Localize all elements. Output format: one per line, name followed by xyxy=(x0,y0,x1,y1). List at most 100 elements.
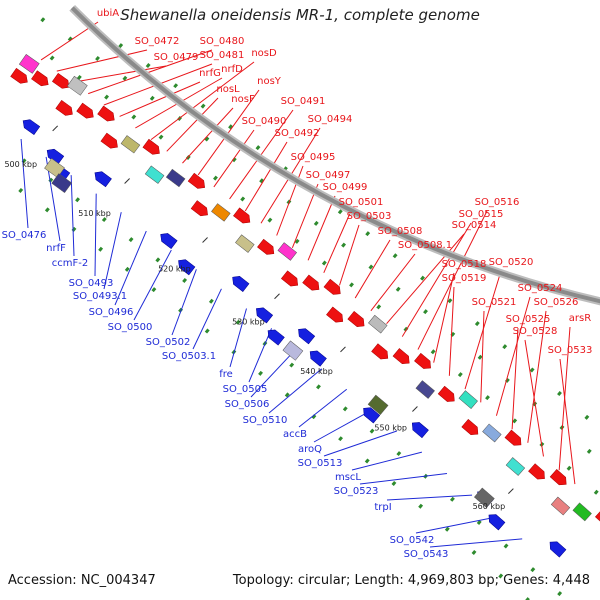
ruler-tick xyxy=(274,293,280,300)
forward-connector xyxy=(559,358,576,485)
forward-connector xyxy=(244,141,288,212)
forward-gene-label: nosY xyxy=(257,76,282,87)
reverse-gene-arrow xyxy=(298,328,316,345)
track-tick xyxy=(289,362,295,368)
track-tick xyxy=(586,448,592,454)
forward-gene-arrow xyxy=(31,70,49,87)
forward-gene-arrow xyxy=(595,509,600,526)
track-tick xyxy=(502,344,508,350)
reverse-gene-arrow xyxy=(411,422,429,439)
track-tick xyxy=(18,187,24,193)
ruler-tick xyxy=(508,488,514,494)
gene-feature-block xyxy=(51,173,73,194)
reverse-connector xyxy=(386,494,473,501)
track-tick xyxy=(444,526,450,532)
forward-gene-label: SO_0533 xyxy=(548,345,593,356)
track-tick xyxy=(48,177,54,183)
reverse-gene-label: SO_0513 xyxy=(298,458,343,469)
forward-gene-arrow xyxy=(55,99,73,116)
forward-gene-arrow xyxy=(233,207,251,224)
forward-connector xyxy=(307,195,336,261)
forward-connector xyxy=(511,327,519,430)
forward-gene-arrow xyxy=(211,203,231,222)
track-tick xyxy=(530,567,536,573)
track-tick xyxy=(349,282,354,288)
forward-connector xyxy=(119,81,201,117)
ruler-tick xyxy=(52,125,59,132)
forward-connector xyxy=(480,310,485,403)
track-tick xyxy=(313,220,319,226)
track-tick xyxy=(208,298,214,304)
reverse-gene-label: SO_0502 xyxy=(146,337,191,348)
forward-gene-label: nrfG xyxy=(199,68,221,79)
forward-gene-arrow xyxy=(550,496,571,516)
forward-gene-arrow xyxy=(97,105,115,122)
forward-gene-label: SO_0480 xyxy=(200,36,245,47)
reverse-connector xyxy=(171,269,197,336)
forward-gene-label: SO_0481 xyxy=(200,50,245,61)
forward-gene-label: SO_0472 xyxy=(135,36,180,47)
track-tick xyxy=(449,496,455,502)
gene-feature-block xyxy=(66,75,88,96)
forward-gene-arrow xyxy=(392,348,410,365)
forward-gene-label: SO_0508.1 xyxy=(398,240,452,251)
forward-gene-arrow xyxy=(120,135,141,154)
track-tick xyxy=(311,414,317,420)
track-tick xyxy=(118,43,124,49)
track-tick xyxy=(67,36,73,42)
track-tick xyxy=(365,231,371,237)
forward-connector xyxy=(370,253,416,312)
track-tick xyxy=(204,328,210,334)
forward-gene-arrow xyxy=(326,306,344,323)
track-tick xyxy=(267,217,273,223)
reverse-gene-arrow xyxy=(178,259,196,276)
reverse-gene-label: fre xyxy=(219,369,233,380)
track-tick xyxy=(430,349,436,355)
forward-gene-label: SO_0520 xyxy=(489,257,534,268)
track-tick xyxy=(584,414,590,420)
reverse-connector xyxy=(248,328,273,383)
forward-gene-label: SO_0524 xyxy=(518,283,563,294)
track-tick xyxy=(476,519,482,525)
track-tick xyxy=(71,226,77,232)
forward-gene-label: SO_0525 xyxy=(506,314,551,325)
forward-connector xyxy=(354,239,391,299)
forward-gene-arrow xyxy=(280,270,299,287)
track-tick xyxy=(566,465,572,471)
reverse-connector xyxy=(323,430,398,457)
reverse-connector xyxy=(351,451,423,471)
track-tick xyxy=(40,17,46,23)
track-tick xyxy=(145,63,151,69)
reverse-gene-label: SO_0523 xyxy=(334,486,379,497)
reverse-gene-label: SO_0476 xyxy=(2,230,47,241)
forward-gene-label: SO_0492 xyxy=(275,128,320,139)
forward-gene-arrow xyxy=(415,380,435,399)
forward-gene-arrow xyxy=(257,238,275,255)
track-tick xyxy=(49,55,55,61)
track-tick xyxy=(341,242,347,248)
forward-connector xyxy=(323,210,352,274)
forward-gene-arrow xyxy=(187,172,206,189)
forward-gene-label: SO_0514 xyxy=(452,220,497,231)
track-tick xyxy=(420,275,425,281)
track-tick xyxy=(321,260,327,266)
reverse-gene-label: SO_0493 xyxy=(69,278,114,289)
reverse-gene-arrow xyxy=(256,307,274,324)
track-tick xyxy=(593,489,599,495)
reverse-gene-label: nrfF xyxy=(46,243,66,254)
reverse-connector xyxy=(94,193,97,277)
forward-gene-label: SO_0521 xyxy=(472,297,517,308)
gene-feature-block xyxy=(474,487,495,508)
forward-gene-label: SO_0518 xyxy=(442,259,487,270)
track-tick xyxy=(477,354,483,360)
forward-connector xyxy=(524,339,544,457)
forward-gene-label: SO_0528 xyxy=(513,326,558,337)
forward-gene-arrow xyxy=(165,168,186,188)
track-tick xyxy=(213,175,218,181)
forward-gene-arrow xyxy=(235,234,255,253)
track-tick xyxy=(240,196,246,202)
forward-connector xyxy=(448,286,455,376)
reverse-gene-label: SO_0542 xyxy=(390,535,435,546)
track-tick xyxy=(231,157,237,163)
